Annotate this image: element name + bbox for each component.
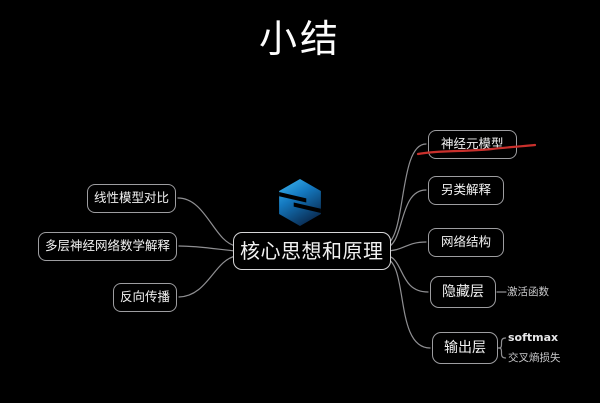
hexagon-shape: [279, 179, 321, 226]
edge-network-structure: [384, 241, 427, 252]
node-backpropagation[interactable]: 反向传播: [112, 283, 177, 312]
edge-alt-explanation: [384, 189, 427, 249]
child-activation-function[interactable]: 激活函数: [507, 286, 549, 298]
s-notch-lower: [293, 202, 321, 213]
child-softmax[interactable]: softmax: [508, 331, 559, 344]
child-cross-entropy-loss[interactable]: 交叉熵损失: [508, 352, 561, 364]
node-output-layer[interactable]: 输出层: [432, 332, 498, 364]
blue-hexagon-s-logo: [279, 179, 321, 226]
page-title: 小结: [258, 17, 341, 61]
node-alternative-explanation[interactable]: 另类解释: [428, 176, 505, 205]
edge-linear-model: [177, 197, 237, 247]
node-neuron-model[interactable]: 神经元模型: [428, 130, 517, 159]
edge-output-layer: [384, 257, 431, 349]
edge-multilayer-math: [178, 245, 237, 252]
edge-neuron-model: [384, 143, 427, 246]
edge-backprop: [178, 255, 237, 298]
node-multilayer-nn-math-explanation[interactable]: 多层神经网络数学解释: [37, 232, 177, 261]
node-hidden-layer[interactable]: 隐藏层: [430, 276, 496, 308]
center-node-core-ideas[interactable]: 核心思想和原理: [233, 232, 391, 270]
s-notch-upper: [279, 192, 307, 203]
node-linear-model-comparison[interactable]: 线性模型对比: [86, 184, 176, 213]
edge-hidden-layer: [384, 254, 429, 293]
node-network-structure[interactable]: 网络结构: [428, 228, 505, 257]
